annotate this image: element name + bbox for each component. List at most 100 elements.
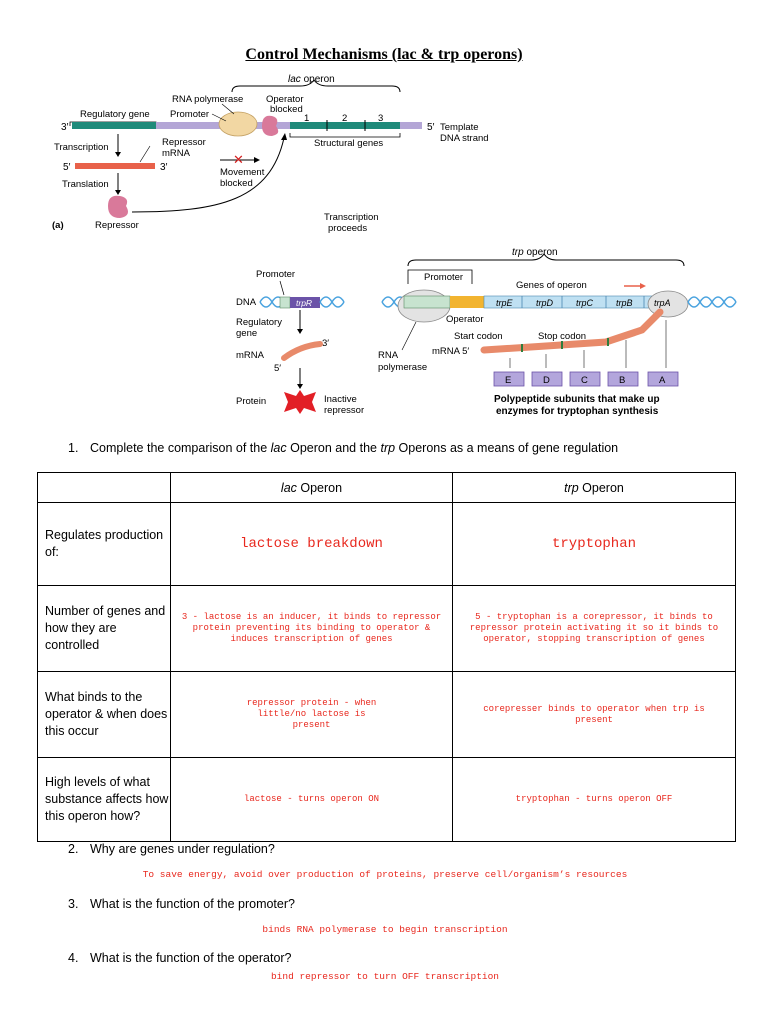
trpR-gene (290, 297, 320, 308)
table-row: High levels of what substance affects ho… (37, 757, 736, 842)
row-label: Regulates production of: (37, 502, 171, 586)
gene-number-3: 3 (378, 113, 383, 124)
three-prime-label: 3′ (61, 122, 69, 133)
transcription-proceeds-label: Transcription (324, 212, 379, 223)
svg-text:A: A (659, 375, 666, 386)
repressor-mrna-segment (75, 163, 155, 169)
trp-answer: tryptophan - turns operon OFF (452, 757, 736, 842)
subunit-A (647, 371, 679, 387)
translation-label: Translation (62, 179, 109, 190)
promoter-segment (403, 295, 451, 309)
gene-trpE: trpE (496, 298, 514, 308)
inactive-repressor-shape (284, 390, 316, 414)
subunit-D (531, 371, 563, 387)
answer-3: binds RNA polymerase to begin transcript… (262, 924, 508, 935)
regulatory-gene-label: Regulatory gene (80, 109, 150, 120)
repressor-bound-shape (262, 115, 279, 136)
transcription-label: Transcription (54, 142, 109, 153)
svg-text:D: D (543, 375, 550, 386)
question-2: 2.Why are genes under regulation? (68, 842, 275, 856)
trp-operon-label: trp operon (512, 247, 558, 258)
svg-text:B: B (619, 375, 625, 386)
svg-text:trpR: trpR (296, 298, 312, 308)
gene-trpA: trpA (654, 298, 671, 308)
svg-text:DNA strand: DNA strand (440, 133, 489, 144)
row-label: Number of genes and how they are control… (37, 585, 171, 672)
gene-number-1: 1 (304, 113, 309, 124)
repressor-mrna-label: Repressor (162, 137, 206, 148)
inactive-repressor-label: Inactive (324, 394, 357, 405)
regulatory-gene-segment (72, 122, 156, 129)
template-label: Template (440, 122, 479, 133)
blocked-x-icon: ✕ (233, 152, 244, 167)
lac-operon-diagram: lac operon Regulatory gene 3′ 5′ Templat… (52, 74, 489, 234)
svg-text:gene: gene (236, 328, 257, 339)
svg-text:enzymes for tryptophan synthes: enzymes for tryptophan synthesis (496, 406, 659, 417)
question-4: 4.What is the function of the operator? (68, 951, 292, 965)
mrna-strand (281, 341, 323, 361)
subunit-B (607, 371, 639, 387)
trp-answer: corepresser binds to operator when trp i… (452, 671, 736, 758)
protein-label: Protein (236, 396, 266, 407)
rna-polymerase-label: RNA polymerase (172, 94, 243, 105)
mrna-strand (480, 308, 664, 354)
gene-trpC: trpC (576, 298, 594, 308)
operator-segment (450, 296, 484, 308)
mrna-label: mRNA (236, 350, 265, 361)
svg-text:5′: 5′ (274, 363, 281, 374)
operator-label: Operator (446, 314, 484, 325)
promoter-label: Promoter (424, 272, 463, 283)
mrna-label: mRNA 5′ (432, 346, 469, 357)
svg-text:polymerase: polymerase (378, 362, 427, 373)
lac-operon-label: lac operon (288, 74, 335, 85)
trp-answer: tryptophan (452, 502, 736, 586)
svg-text:repressor: repressor (324, 405, 364, 416)
polypeptide-subunits: E D C B A (493, 371, 679, 387)
trp-operon-diagram: trp operon Promoter Genes of operon trpE… (378, 247, 737, 417)
trp-repressor-diagram: Promoter DNA trpR Regulatory gene 3′ mRN… (236, 269, 364, 416)
svg-text:C: C (581, 375, 588, 386)
dna-label: DNA (236, 297, 257, 308)
lac-answer: lactose - turns operon ON (170, 757, 453, 842)
panel-label: (a) (52, 220, 64, 231)
row-label: High levels of what substance affects ho… (37, 757, 171, 842)
repressor-label: Repressor (95, 220, 139, 231)
svg-text:E: E (505, 375, 511, 386)
header-trp: trp Operon (452, 472, 736, 503)
lac-answer: lactose breakdown (170, 502, 453, 586)
gene-trpB: trpB (616, 298, 633, 308)
structural-genes-label: Structural genes (314, 138, 383, 149)
genes-of-operon-label: Genes of operon (516, 280, 587, 291)
header-lac: lac Operon (170, 472, 453, 503)
five-prime-label: 5′ (427, 122, 435, 133)
regulatory-gene-label: Regulatory (236, 317, 282, 328)
lac-answer: repressor protein - when little/no lacto… (170, 671, 453, 758)
stop-codon-label: Stop codon (538, 331, 586, 342)
page-title: Control Mechanisms (lac & trp operons) (245, 46, 523, 63)
svg-text:3′: 3′ (160, 162, 168, 173)
row-label: What binds to the operator & when does t… (37, 671, 171, 758)
trp-answer: 5 - tryptophan is a corepressor, it bind… (452, 585, 736, 672)
repressor-shape (108, 195, 128, 218)
promoter-label: Promoter (256, 269, 295, 280)
svg-text:3′: 3′ (322, 338, 329, 349)
dna-end-segment (400, 122, 422, 129)
svg-text:blocked: blocked (270, 104, 303, 115)
structural-genes-segment (290, 122, 400, 129)
comparison-table: lac Operon trp Operon Regulates producti… (37, 472, 736, 842)
table-row: Regulates production of: lactose breakdo… (37, 502, 736, 586)
gene-trpD: trpD (536, 298, 554, 308)
svg-text:proceeds: proceeds (328, 223, 367, 234)
subunit-C (569, 371, 601, 387)
promoter-label: Promoter (170, 109, 209, 120)
rna-polymerase-shape (218, 111, 258, 137)
lac-answer: 3 - lactose is an inducer, it binds to r… (170, 585, 453, 672)
subunit-E (493, 371, 525, 387)
answer-2: To save energy, avoid over production of… (142, 869, 628, 880)
svg-text:mRNA: mRNA (162, 148, 191, 159)
start-codon-label: Start codon (454, 331, 503, 342)
gene-number-2: 2 (342, 113, 347, 124)
operator-blocked-label: Operator (266, 94, 304, 105)
question-1: 1.Complete the comparison of the lac Ope… (68, 441, 619, 455)
svg-text:5′: 5′ (63, 162, 71, 173)
